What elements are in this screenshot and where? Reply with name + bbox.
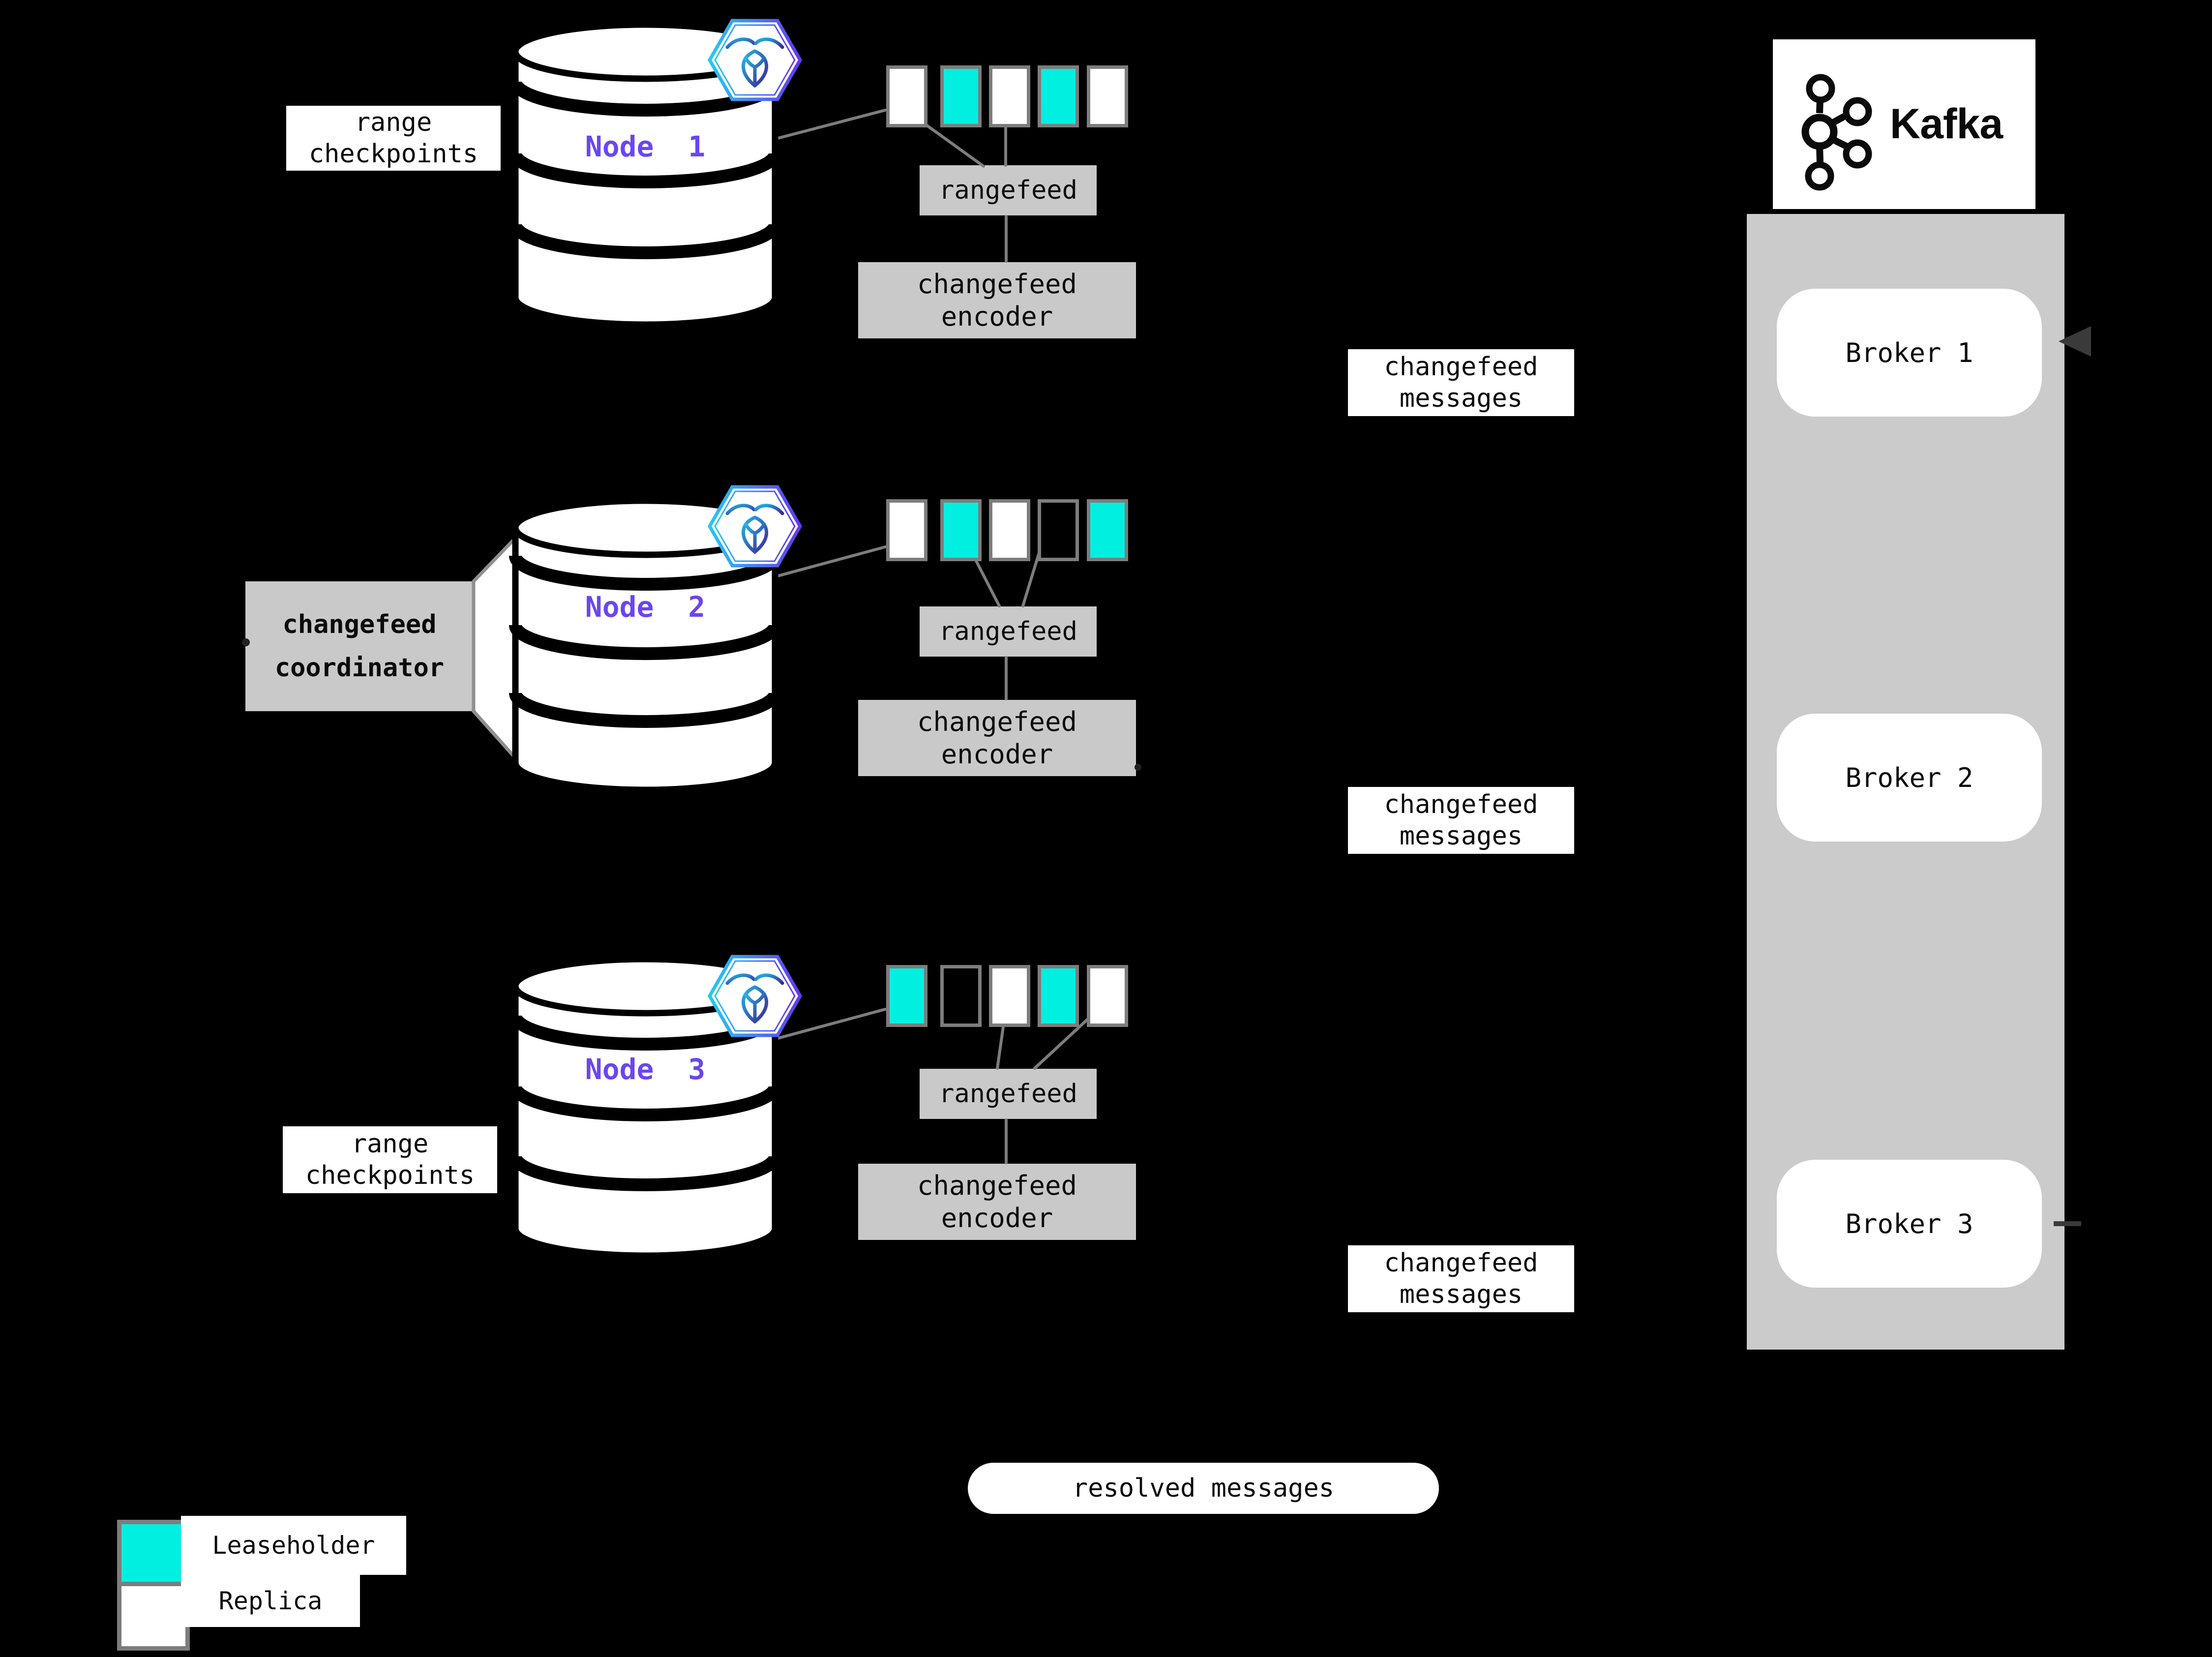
broker-1-label: Broker 1 (1845, 337, 1973, 368)
coordinator-line1: changefeed (282, 610, 437, 639)
changefeed-messages-label-1: changefeed messages (1348, 349, 1574, 416)
rangefeed-label: rangefeed (939, 1079, 1077, 1109)
node3-database-cylinder (509, 956, 781, 1259)
encoder-line2: encoder (941, 301, 1053, 332)
node3-range-3 (989, 965, 1030, 1027)
node1-range-4 (1038, 65, 1079, 127)
node2-database-cylinder (509, 497, 781, 793)
node2-range-1 (886, 499, 927, 561)
broker-2-label: Broker 2 (1845, 762, 1973, 793)
kafka-logo-text: Kafka (1890, 100, 2003, 148)
resolved-messages-label: resolved messages (1072, 1474, 1335, 1503)
range-checkpoints-line1: range (355, 108, 432, 137)
messages-line1: changefeed (1384, 790, 1538, 819)
cockroachdb-logo-icon (710, 487, 800, 566)
changefeed-encoder-box-node2: changefeed encoder (858, 700, 1136, 776)
range-checkpoints-line1: range (351, 1129, 429, 1159)
legend-leaseholder-swatch (117, 1520, 190, 1591)
range-checkpoints-line2: checkpoints (305, 1161, 475, 1190)
encoder-line2: encoder (941, 738, 1053, 770)
node3-range-2 (940, 965, 982, 1027)
node1-range-1 (886, 65, 927, 127)
broker-3-label: Broker 3 (1845, 1208, 1973, 1239)
cockroachdb-logo-icon (710, 957, 800, 1035)
node1-range-3 (989, 65, 1030, 127)
encoder-line1: changefeed (917, 1170, 1077, 1201)
node3-range-4 (1038, 965, 1079, 1027)
legend-label-text: Replica (218, 1587, 323, 1615)
broker-2-box: Broker 2 (1777, 714, 2042, 842)
node1-range-2 (940, 65, 982, 127)
node1-database-cylinder (509, 21, 781, 328)
rangefeed-box-node2: rangefeed (920, 606, 1097, 657)
resolved-messages-pill: resolved messages (968, 1463, 1439, 1514)
changefeed-encoder-box-node1: changefeed encoder (858, 262, 1136, 338)
node1-label: Node 1 (585, 130, 706, 163)
messages-line2: messages (1399, 384, 1523, 413)
range-checkpoints-label-node3: range checkpoints (283, 1126, 497, 1193)
rangefeed-box-node1: rangefeed (920, 165, 1097, 215)
coordinator-line2: coordinator (274, 653, 445, 683)
rangefeed-label: rangefeed (939, 617, 1077, 646)
legend-leaseholder-label: Leaseholder (181, 1516, 406, 1575)
node1-range-5 (1087, 65, 1128, 127)
cockroachdb-logo-icon (710, 21, 800, 99)
encoder-line1: changefeed (917, 706, 1077, 737)
legend-replica-label: Replica (181, 1575, 360, 1627)
rangefeed-box-node3: rangefeed (920, 1069, 1097, 1119)
coordinator-flag-shape (472, 534, 517, 762)
range-checkpoints-line2: checkpoints (308, 139, 478, 169)
range-checkpoints-label-node1: range checkpoints (286, 106, 501, 171)
node2-range-2 (940, 499, 982, 561)
changefeed-coordinator-box: changefeed coordinator (245, 581, 474, 711)
node2-label: Node 2 (585, 590, 706, 624)
changefeed-encoder-box-node3: changefeed encoder (858, 1164, 1136, 1240)
legend-replica-swatch (117, 1582, 190, 1651)
messages-line2: messages (1399, 1280, 1523, 1309)
node3-range-1 (886, 965, 927, 1027)
node3-label: Node 3 (585, 1053, 706, 1086)
encoder-line2: encoder (941, 1202, 1053, 1234)
kafka-header: Kafka (1773, 39, 2035, 209)
broker-1-box: Broker 1 (1777, 289, 2042, 417)
changefeed-messages-label-3: changefeed messages (1348, 1245, 1574, 1312)
node2-range-3 (989, 499, 1030, 561)
rangefeed-label: rangefeed (939, 176, 1077, 205)
node2-range-4 (1038, 499, 1079, 561)
legend-label-text: Leaseholder (212, 1531, 375, 1560)
node2-range-5 (1087, 499, 1128, 561)
changefeed-messages-label-2: changefeed messages (1348, 787, 1574, 854)
encoder-line1: changefeed (917, 268, 1077, 300)
messages-line2: messages (1399, 821, 1523, 851)
broker-3-box: Broker 3 (1777, 1160, 2042, 1288)
messages-line1: changefeed (1384, 1248, 1538, 1278)
node3-range-5 (1087, 965, 1128, 1027)
messages-line1: changefeed (1384, 352, 1538, 382)
